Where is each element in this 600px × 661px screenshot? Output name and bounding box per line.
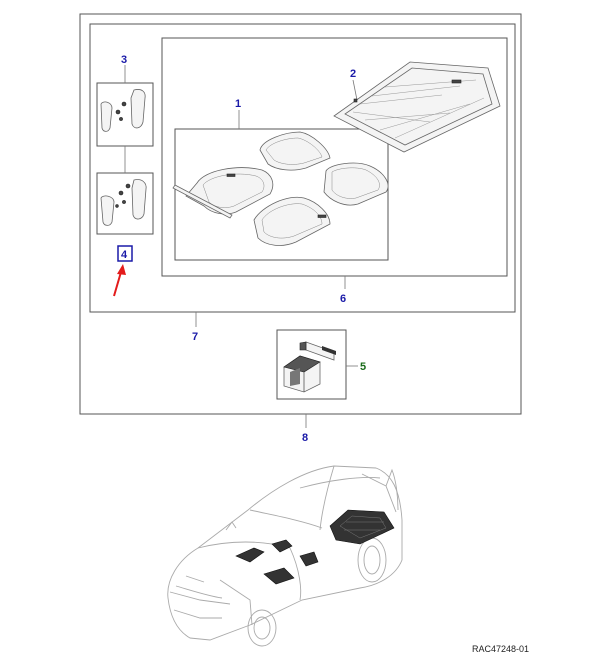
callout-6: 6 bbox=[340, 293, 346, 305]
car-outline-icon bbox=[167, 465, 403, 647]
callout-8: 8 bbox=[302, 432, 308, 444]
first-aid-kit-icon bbox=[283, 341, 336, 393]
callout-4[interactable]: 4 bbox=[121, 249, 128, 261]
callout-4-highlight[interactable] bbox=[117, 245, 133, 262]
callout-5: 5 bbox=[360, 361, 366, 373]
cargo-liner-icon bbox=[333, 61, 501, 153]
box-1 bbox=[174, 128, 389, 261]
callout-3: 3 bbox=[121, 54, 127, 66]
outer-box-8 bbox=[79, 13, 522, 415]
box-5 bbox=[276, 329, 347, 400]
callout-2: 2 bbox=[350, 68, 356, 80]
rear-mud-flaps-icon bbox=[100, 179, 147, 226]
red-arrow-icon bbox=[113, 264, 126, 297]
floor-mats-icon bbox=[172, 131, 389, 246]
reference-code: RAC47248-01 bbox=[472, 644, 529, 654]
box-7 bbox=[89, 23, 516, 313]
callout-1: 1 bbox=[235, 98, 241, 110]
box-6 bbox=[161, 37, 508, 277]
car-mats-placement bbox=[235, 509, 395, 585]
callout-7: 7 bbox=[192, 331, 198, 343]
mud-flaps-icon bbox=[100, 89, 146, 132]
